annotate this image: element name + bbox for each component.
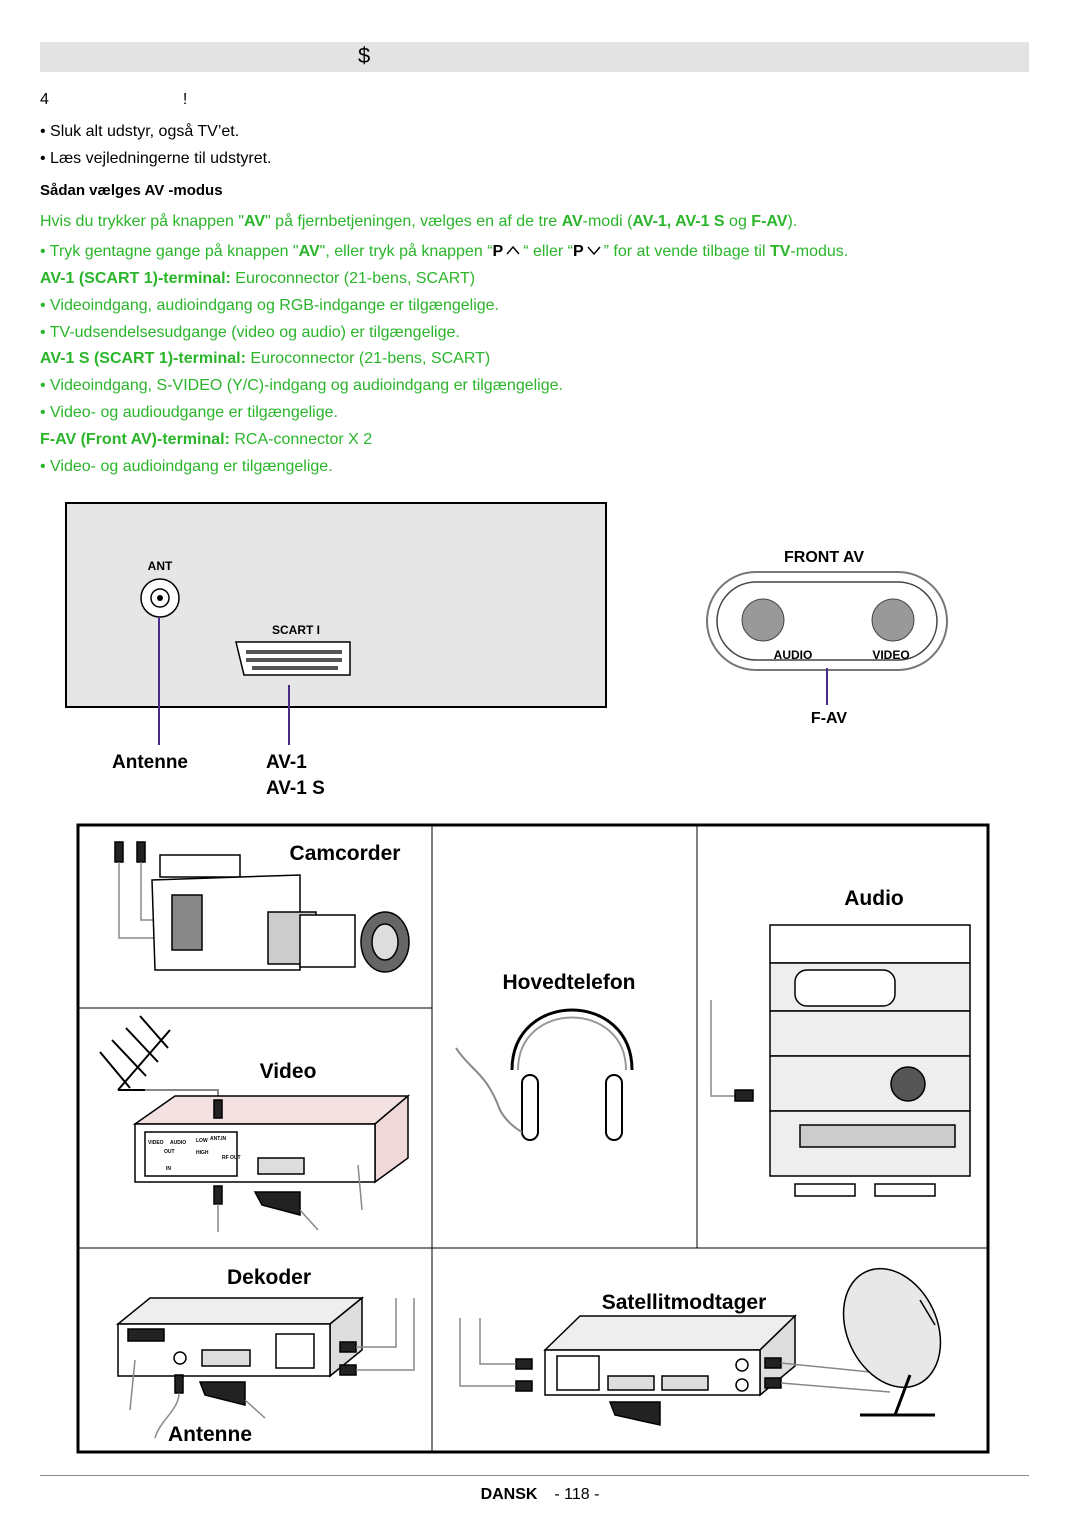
terminal-item: • Videoindgang, audioindgang og RGB-indg… — [40, 297, 499, 314]
text-span: AV — [244, 213, 266, 230]
text-span: Hvis du trykker på knappen " — [40, 213, 244, 230]
page-number: - 118 - — [554, 1486, 600, 1503]
satellite-receiver-icon — [459, 1314, 901, 1426]
footer-divider — [40, 1475, 1029, 1476]
devices-grid: Camcorder Video VIDEO AUDIO OUT IN ANT.I… — [76, 823, 990, 1454]
text-span: AV-1 S (SCART 1)-terminal: — [40, 350, 246, 367]
text-span: AV — [298, 243, 320, 260]
intro-line: 4 ! — [40, 91, 187, 109]
text-span: F-AV — [751, 213, 788, 230]
vcr-rfout-label: RF OUT — [222, 1155, 241, 1161]
terminal-item: • Videoindgang, S-VIDEO (Y/C)-indgang og… — [40, 377, 563, 394]
terminal-heading: F-AV (Front AV)-terminal: RCA-connector … — [40, 431, 372, 449]
text-span: AV-1, AV-1 S — [632, 213, 725, 230]
intro-mark: ! — [182, 91, 188, 108]
text-span: Euroconnector (21-bens, SCART) — [245, 350, 491, 367]
camcorder-label: Camcorder — [290, 842, 401, 865]
vcr-in-label: IN — [166, 1166, 171, 1172]
satellit-label: Satellitmodtager — [602, 1291, 767, 1314]
video-label: Video — [260, 1060, 317, 1083]
chevron-down-icon — [587, 246, 601, 256]
connection-diagram: ANT SCART I Antenne AV-1 AV-1 S FRONT AV… — [65, 502, 948, 799]
vcr-audio-label: AUDIO — [170, 1140, 186, 1146]
ant-label: ANT — [148, 559, 173, 573]
av-instruction-paragraph: • Tryk gentagne gange på knappen "AV", e… — [40, 243, 848, 261]
text-span: F-AV (Front AV)-terminal: — [40, 431, 230, 448]
text-span: • Tryk gentagne gange på knappen " — [40, 243, 299, 260]
header-bar: $ — [40, 42, 1029, 72]
page-footer: DANSK - 118 - — [0, 1486, 1080, 1504]
vcr-video-label: VIDEO — [148, 1140, 164, 1146]
intro-number: 4 — [40, 91, 49, 108]
satellite-dish-icon — [842, 1267, 942, 1417]
text-span: ” for at vende tilbage til — [603, 243, 770, 260]
text-span: P — [572, 243, 584, 260]
headphones-icon — [455, 1008, 634, 1141]
chevron-up-icon — [506, 245, 520, 255]
av1s-label: AV-1 S — [266, 778, 325, 799]
front-av-label: FRONT AV — [784, 549, 864, 566]
vcr-low-label: LOW — [196, 1138, 208, 1144]
terminal-item: • Video- og audioindgang er tilgængelige… — [40, 458, 333, 475]
bullet-line: • Sluk alt udstyr, også TV’et. — [40, 123, 240, 140]
video-jack-icon — [871, 598, 915, 642]
vcr-icon — [132, 1094, 411, 1232]
text-span: AV-1 (SCART 1)-terminal: — [40, 270, 231, 287]
vcr-out-label: OUT — [164, 1149, 175, 1155]
terminal-heading: AV-1 S (SCART 1)-terminal: Euroconnector… — [40, 350, 490, 368]
text-span: -modus. — [790, 243, 849, 260]
antenne-label: Antenne — [112, 752, 188, 773]
tv-antenna-icon — [99, 1015, 219, 1105]
text-span: " på fjernbetjeningen, vælges en af de t… — [265, 213, 562, 230]
text-span: Euroconnector (21-bens, SCART) — [230, 270, 476, 287]
text-span: P — [492, 243, 504, 260]
header-glyph: $ — [358, 43, 371, 68]
audio-label: Audio — [844, 887, 903, 910]
hovedtelefon-label: Hovedtelefon — [502, 971, 635, 994]
text-span: -modi ( — [582, 213, 633, 230]
section-title: Sådan vælges AV -modus — [40, 182, 223, 199]
av-intro-paragraph: Hvis du trykker på knappen "AV" på fjern… — [40, 213, 797, 231]
terminal-heading: AV-1 (SCART 1)-terminal: Euroconnector (… — [40, 270, 475, 288]
footer-language: DANSK — [480, 1486, 538, 1503]
terminal-item: • TV-udsendelsesudgange (video og audio)… — [40, 324, 460, 341]
video-jack-label: VIDEO — [872, 648, 909, 662]
text-span: AV — [561, 213, 583, 230]
terminal-item: • Video- og audioudgange er tilgængelige… — [40, 404, 338, 421]
fav-label: F-AV — [811, 710, 847, 727]
stereo-system-icon — [710, 924, 971, 1197]
text-span: ", eller tryk på knappen “ — [319, 243, 493, 260]
text-span: ). — [787, 213, 798, 230]
audio-jack-label: AUDIO — [774, 648, 813, 662]
dekoder-label: Dekoder — [227, 1266, 311, 1289]
text-span: RCA-connector X 2 — [229, 431, 373, 448]
av1-label: AV-1 — [266, 752, 307, 773]
camcorder-icon — [114, 841, 410, 973]
text-span: TV — [769, 243, 791, 260]
text-span: “ eller “ — [523, 243, 573, 260]
audio-jack-icon — [741, 598, 785, 642]
bullet-line: • Læs vejledningerne til udstyret. — [40, 150, 272, 167]
vcr-antin-label: ANT.IN — [210, 1136, 227, 1142]
vcr-high-label: HIGH — [196, 1150, 209, 1156]
text-span: og — [724, 213, 752, 230]
decoder-icon — [115, 1296, 415, 1439]
antenne-device-label: Antenne — [168, 1423, 252, 1446]
scart-label: SCART I — [272, 623, 320, 637]
